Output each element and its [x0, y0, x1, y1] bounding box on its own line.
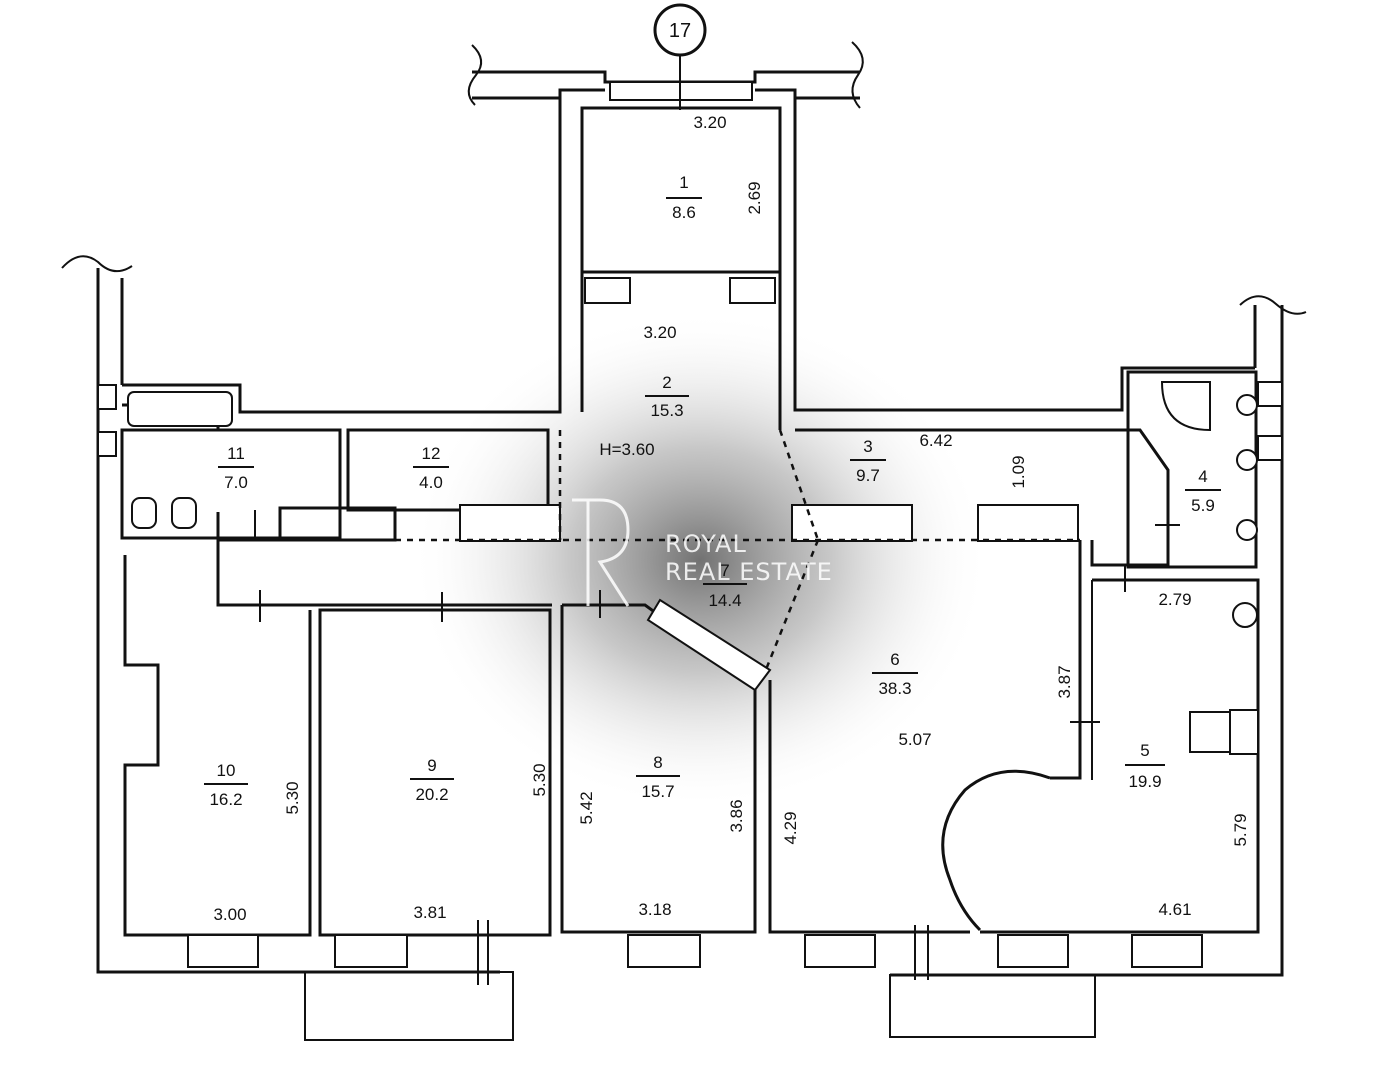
room-7-number: 7 — [720, 561, 729, 580]
watermark-logo-icon — [572, 498, 630, 607]
room-10-area: 16.2 — [209, 790, 242, 809]
dimension-labels: 3.20 2.69 3.20 6.42 1.09 2.79 5.79 4.61 … — [213, 113, 1250, 924]
room-2-number: 2 — [662, 373, 671, 392]
room-10-number: 10 — [217, 761, 236, 780]
room-8-area: 15.7 — [641, 782, 674, 801]
room-12-area: 4.0 — [419, 473, 443, 492]
room-9-outline — [318, 608, 552, 937]
dim-5-bottom: 4.61 — [1158, 900, 1191, 919]
dim-2-top: 3.20 — [643, 323, 676, 342]
room-11-outline — [120, 428, 342, 540]
dim-6-left: 4.29 — [781, 811, 800, 844]
axis-marker-label: 17 — [669, 20, 691, 42]
room-4-outline — [1126, 370, 1258, 569]
room-5-number: 5 — [1140, 741, 1149, 760]
room-8-outline — [560, 603, 757, 934]
room-8-number: 8 — [653, 753, 662, 772]
dim-8-right: 3.86 — [727, 799, 746, 832]
room-10-outline — [123, 555, 312, 937]
door-marks — [254, 510, 1180, 985]
dim-10-side: 5.30 — [283, 781, 302, 814]
room-6-area: 38.3 — [878, 679, 911, 698]
dim-6-side: 3.87 — [1055, 665, 1074, 698]
room-9-area: 20.2 — [415, 785, 448, 804]
dim-9-side: 5.30 — [530, 763, 549, 796]
watermark-glow — [410, 310, 990, 810]
room-12-number: 12 — [422, 444, 441, 463]
room-4-area: 5.9 — [1191, 496, 1215, 515]
toilet-icon — [131, 497, 157, 529]
room-12-outline — [346, 428, 550, 512]
room-11-area: 7.0 — [224, 473, 248, 492]
bathtub-icon — [127, 391, 233, 427]
round-bay — [941, 769, 1051, 932]
toilet-4-icon — [1236, 394, 1258, 416]
room-9-number: 9 — [427, 756, 436, 775]
room-4-number: 4 — [1198, 467, 1207, 486]
room-2-area: 15.3 — [650, 401, 683, 420]
dim-8-bottom: 3.18 — [638, 900, 671, 919]
dim-3-side: 1.09 — [1009, 455, 1028, 488]
room-1-area: 8.6 — [672, 203, 696, 222]
balcony-right — [889, 974, 1096, 1038]
watermark-line1: ROYAL — [665, 530, 747, 558]
dim-1-top: 3.20 — [693, 113, 726, 132]
room-6-number: 6 — [890, 650, 899, 669]
sink-5-icon — [1232, 602, 1258, 628]
dim-6-mid: 5.07 — [898, 730, 931, 749]
dim-10-bottom: 3.00 — [213, 905, 246, 924]
room-5-area: 19.9 — [1128, 772, 1161, 791]
room-7-area: 14.4 — [708, 591, 741, 610]
stove-icon — [1189, 711, 1231, 753]
bottom-windows — [187, 934, 1203, 968]
sink-icon — [171, 497, 197, 529]
dim-5-side: 5.79 — [1231, 813, 1250, 846]
room-3-number: 3 — [863, 437, 872, 456]
dim-1-side: 2.69 — [745, 181, 764, 214]
room-labels: 1 8.6 2 15.3 3 9.7 4 5.9 5 19.9 6 38.3 7… — [204, 173, 1221, 809]
room-11-number: 11 — [227, 444, 245, 463]
watermark-line2: REAL ESTATE — [665, 558, 833, 586]
room-3-area: 9.7 — [856, 466, 880, 485]
room-1-number: 1 — [679, 173, 688, 192]
ceiling-height: H=3.60 — [599, 440, 654, 459]
shower-icon — [1160, 381, 1211, 432]
dim-5-top: 2.79 — [1158, 590, 1191, 609]
watermark: ROYAL REAL ESTATE — [572, 498, 833, 607]
dim-3-top: 6.42 — [919, 431, 952, 450]
dim-8-left: 5.42 — [577, 791, 596, 824]
balcony-left — [304, 971, 514, 1041]
dim-9-bottom: 3.81 — [413, 903, 446, 922]
